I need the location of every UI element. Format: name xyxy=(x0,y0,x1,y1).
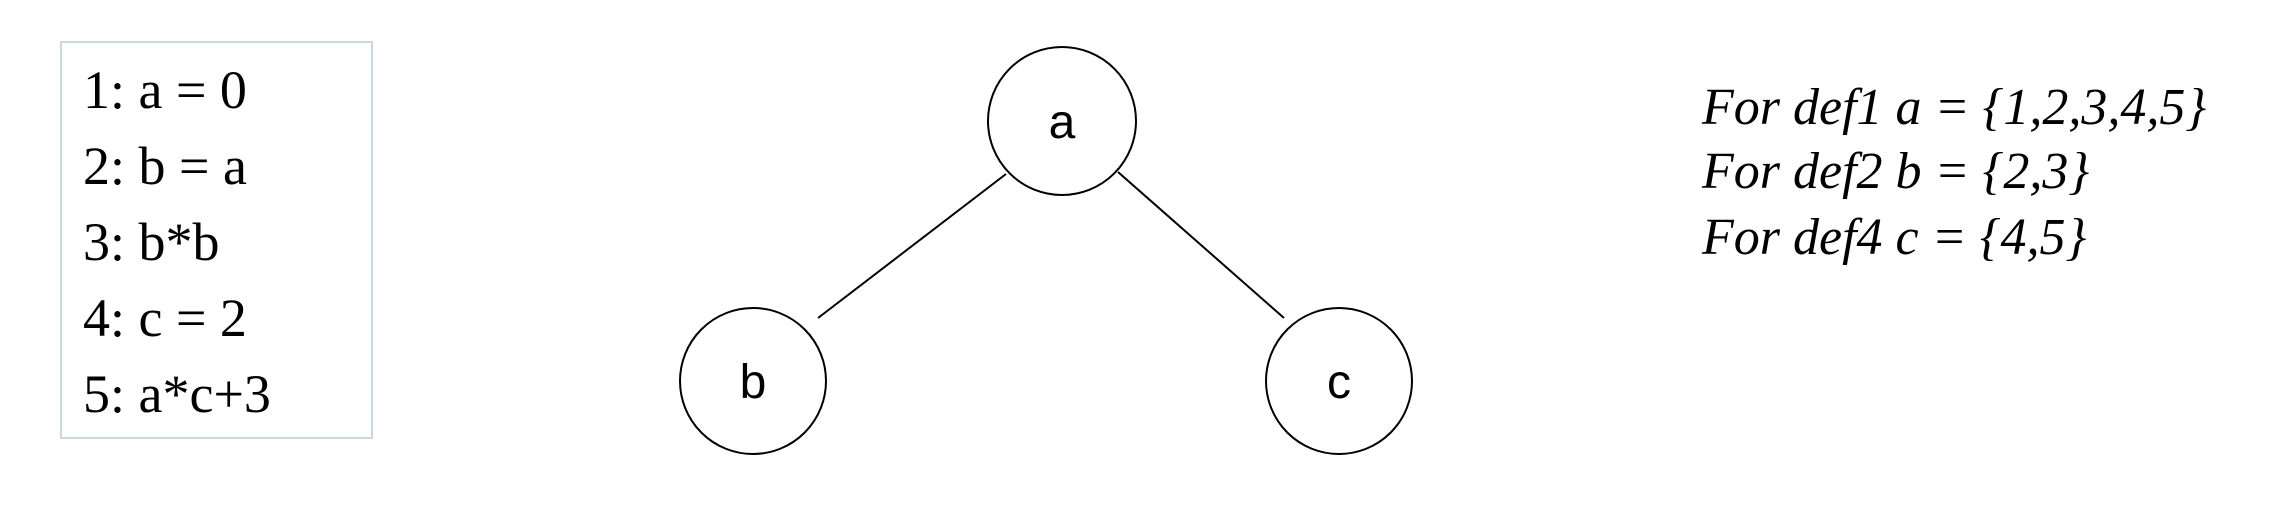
node-a-label: a xyxy=(1049,96,1076,149)
definition-line-2: For def2 b = {2,3} xyxy=(1702,143,2090,200)
code-line-2: 2: b = a xyxy=(83,136,247,196)
node-a-circle xyxy=(987,46,1137,196)
node-b-circle xyxy=(679,307,827,455)
node-c-label: c xyxy=(1327,356,1351,409)
code-line-3: 3: b*b xyxy=(83,212,220,272)
code-line-4: 4: c = 2 xyxy=(83,288,247,348)
node-c-circle xyxy=(1265,307,1413,455)
code-listing-box: 1: a = 0 2: b = a 3: b*b 4: c = 2 5: a*c… xyxy=(60,41,373,439)
node-b: b xyxy=(679,307,827,455)
definition-line-3: For def4 c = {4,5} xyxy=(1702,209,2087,266)
code-line-1: 1: a = 0 xyxy=(83,60,247,120)
node-a: a xyxy=(987,46,1137,196)
node-c: c xyxy=(1265,307,1413,455)
definition-line-1: For def1 a = {1,2,3,4,5} xyxy=(1702,79,2207,136)
code-line-5: 5: a*c+3 xyxy=(83,364,271,424)
edge-a-c xyxy=(1117,171,1285,319)
edge-a-b xyxy=(817,173,1007,319)
node-b-label: b xyxy=(740,356,767,409)
